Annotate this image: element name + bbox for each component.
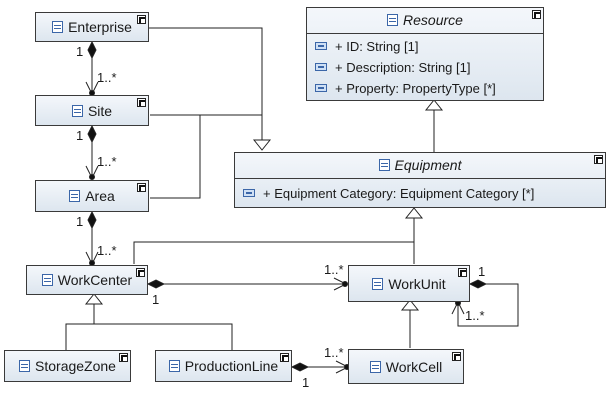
area-class[interactable]: Area xyxy=(35,180,149,212)
site-class[interactable]: Site xyxy=(35,95,149,126)
shortcut-icon xyxy=(532,10,541,19)
generalization-triangle xyxy=(252,139,272,151)
attribute-icon xyxy=(315,63,327,71)
composition-diamond xyxy=(87,124,97,144)
class-icon xyxy=(52,21,64,33)
storagezone-label: StorageZone xyxy=(35,358,116,374)
resource-attribute-description[interactable]: + Description: String [1] xyxy=(307,57,543,77)
resource-class[interactable]: Resource + ID: String [1] + Description:… xyxy=(306,7,544,101)
shortcut-icon xyxy=(594,155,603,164)
area-label: Area xyxy=(85,188,115,204)
generalization-enterprise xyxy=(148,27,263,140)
multiplicity-area-workcenter-one: 1 xyxy=(76,214,84,229)
equipment-label: Equipment xyxy=(394,157,462,173)
productionline-label: ProductionLine xyxy=(184,358,279,374)
composition-diamond xyxy=(468,279,488,289)
site-label: Site xyxy=(87,102,113,119)
multiplicity-area-workcenter-many: 1..* xyxy=(97,243,117,258)
generalization-triangle xyxy=(84,293,104,305)
shortcut-icon xyxy=(137,183,146,192)
multiplicity-workcenter-workunit-many: 1..* xyxy=(324,262,344,277)
composition-diamond xyxy=(87,210,97,230)
workcenter-class[interactable]: WorkCenter xyxy=(26,265,148,295)
workcenter-label: WorkCenter xyxy=(57,272,133,288)
multiplicity-site-area-one: 1 xyxy=(76,128,84,143)
class-icon xyxy=(19,360,31,372)
shortcut-icon xyxy=(136,268,145,277)
equipment-class[interactable]: Equipment + Equipment Category: Equipmen… xyxy=(234,152,606,208)
generalization-triangle xyxy=(424,99,444,111)
class-icon xyxy=(387,14,399,26)
multiplicity-productionline-workcell-one: 1 xyxy=(302,375,310,390)
workcell-class[interactable]: WorkCell xyxy=(348,349,464,384)
attribute-icon xyxy=(315,42,327,50)
productionline-class[interactable]: ProductionLine xyxy=(155,350,292,382)
generalization-triangle xyxy=(400,299,420,311)
attribute-icon xyxy=(243,189,255,197)
enterprise-label: Enterprise xyxy=(68,19,132,35)
shortcut-icon xyxy=(458,268,467,277)
composition-diamond xyxy=(290,362,310,372)
class-icon xyxy=(71,104,83,117)
enterprise-class[interactable]: Enterprise xyxy=(35,12,149,42)
resource-attribute-property[interactable]: + Property: PropertyType [*] xyxy=(307,78,543,98)
workunit-label: WorkUnit xyxy=(388,275,446,292)
attribute-icon xyxy=(315,84,327,92)
class-icon xyxy=(168,360,180,372)
resource-label: Resource xyxy=(403,12,463,28)
shortcut-icon xyxy=(137,98,146,107)
composition-diamond xyxy=(87,40,97,60)
generalization-triangle xyxy=(404,207,424,219)
class-icon xyxy=(372,277,384,290)
multiplicity-productionline-workcell-many: 1..* xyxy=(324,345,344,360)
multiplicity-site-area-many: 1..* xyxy=(97,154,117,169)
composition-diamond xyxy=(146,279,166,289)
multiplicity-workcenter-workunit-one: 1 xyxy=(152,292,160,307)
attribute-separator xyxy=(235,178,605,179)
equipment-attribute-category[interactable]: + Equipment Category: Equipment Category… xyxy=(235,183,605,203)
resource-attribute-id[interactable]: + ID: String [1] xyxy=(307,36,543,56)
shortcut-icon xyxy=(137,15,146,24)
class-icon xyxy=(369,360,381,373)
multiplicity-enterprise-site-one: 1 xyxy=(76,44,84,59)
workunit-class[interactable]: WorkUnit xyxy=(348,265,470,302)
workcell-label: WorkCell xyxy=(385,358,443,375)
shortcut-icon xyxy=(280,353,289,362)
multiplicity-workunit-self-many: 1..* xyxy=(465,308,485,323)
class-icon xyxy=(378,159,390,171)
multiplicity-enterprise-site-many: 1..* xyxy=(97,70,117,85)
class-icon xyxy=(41,274,53,286)
storagezone-class[interactable]: StorageZone xyxy=(4,350,131,382)
shortcut-icon xyxy=(452,352,461,361)
generalization-area xyxy=(150,115,201,199)
multiplicity-workunit-self-one: 1 xyxy=(478,264,486,279)
shortcut-icon xyxy=(119,353,128,362)
attribute-separator xyxy=(307,33,543,34)
class-icon xyxy=(69,190,81,202)
